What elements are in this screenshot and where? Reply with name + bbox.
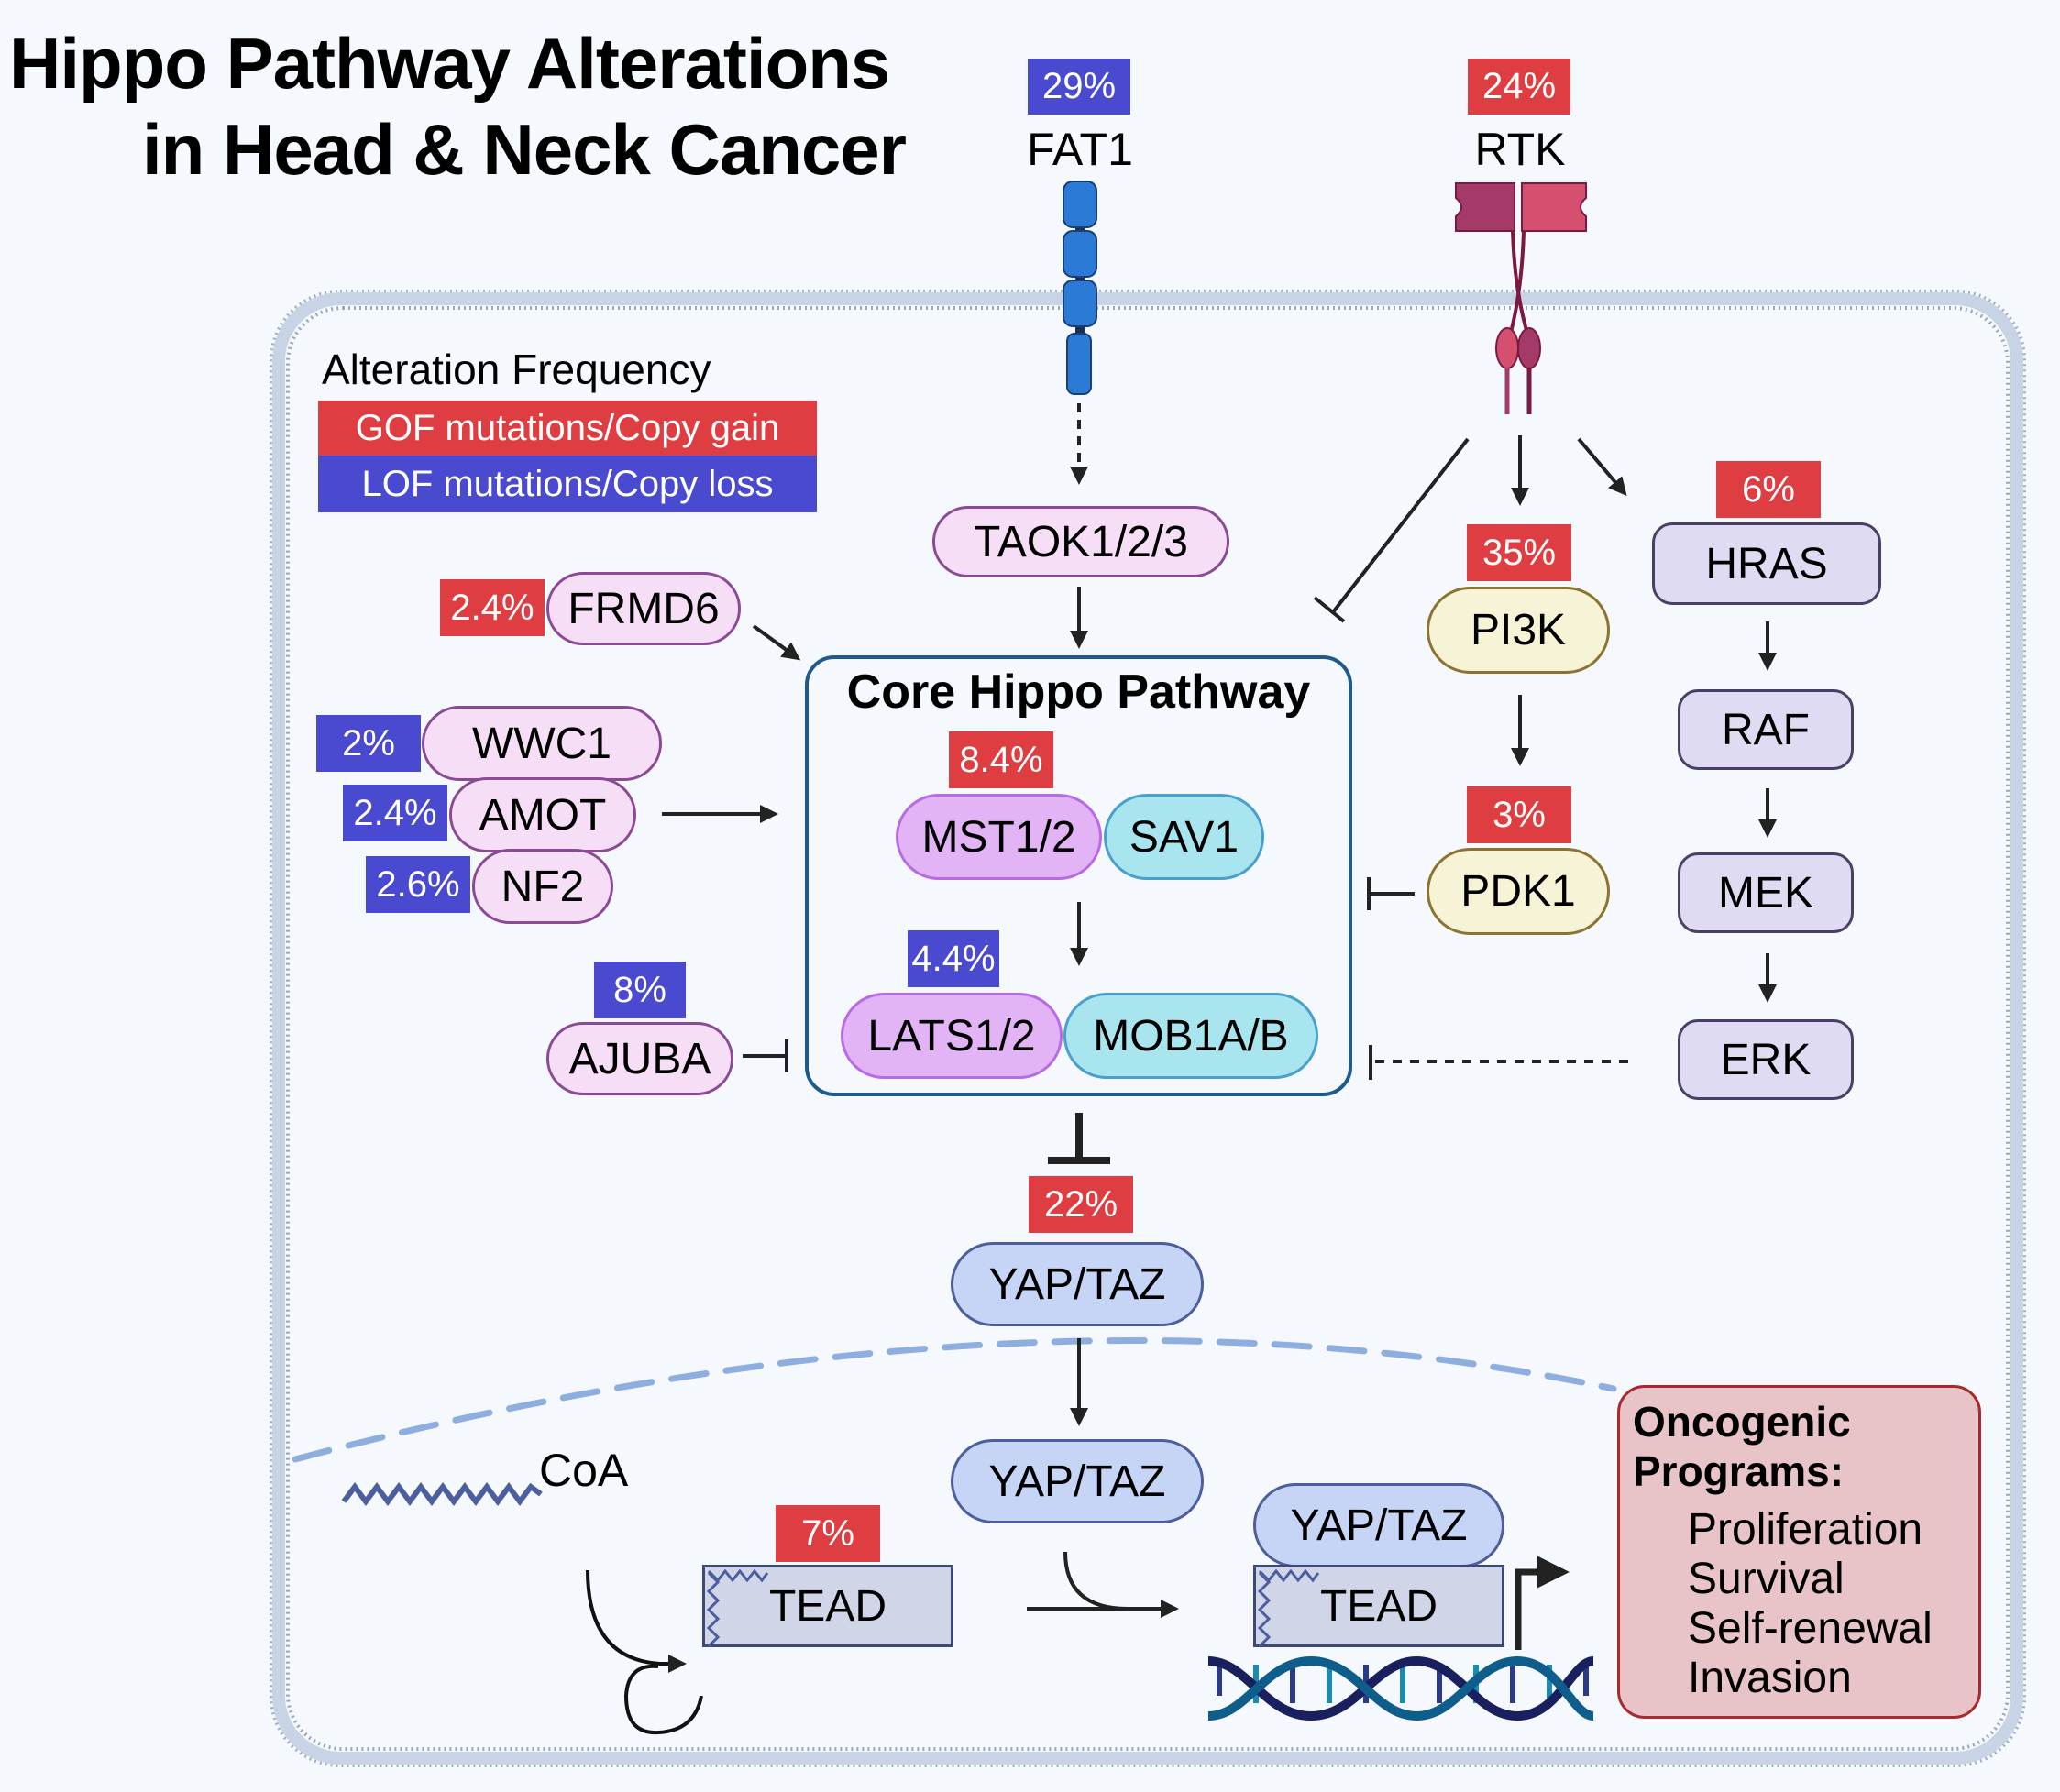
rtk-label: RTK (1474, 124, 1566, 175)
fat1-label: FAT1 (1027, 124, 1133, 175)
core-hippo-box (805, 655, 1352, 1096)
nuclear-envelope (292, 1336, 1617, 1463)
mob1-node: MOB1A/B (1063, 993, 1318, 1079)
page-title-line1: Hippo Pathway Alterations (9, 23, 890, 104)
rtk-to-hras-arrow (1577, 437, 1627, 497)
yap-frequency-badge: 22% (1029, 1176, 1133, 1233)
amot-frequency-badge: 2.4% (343, 785, 447, 841)
amot-node: AMOT (449, 777, 636, 852)
legend-lof-swatch: LOF mutations/Copy loss (318, 456, 817, 512)
ajuba-frequency-badge: 8% (594, 962, 686, 1018)
oncogenic-item: Self-renewal (1688, 1604, 1933, 1653)
raf-node: RAF (1678, 689, 1854, 770)
yap-join-curve (1063, 1551, 1129, 1611)
oncogenic-heading-line1: Oncogenic (1633, 1398, 1851, 1446)
tead-free-label: TEAD (768, 1581, 887, 1631)
erk-node: ERK (1678, 1019, 1854, 1100)
oncogenic-item: Invasion (1688, 1654, 1852, 1702)
rtk-inhibits-core-bar (1313, 596, 1346, 623)
fat1-frequency-badge: 29% (1028, 59, 1130, 115)
legend-gof-swatch: GOF mutations/Copy gain (318, 401, 817, 456)
sav1-node: SAV1 (1104, 794, 1264, 880)
oncogenic-item: Proliferation (1688, 1505, 1923, 1554)
rtk-frequency-badge: 24% (1468, 59, 1570, 115)
transcription-start-arrow (1515, 1556, 1570, 1650)
mek-node: MEK (1678, 852, 1854, 933)
tead-frequency-badge: 7% (776, 1505, 880, 1562)
nf2-frequency-badge: 2.6% (366, 856, 470, 913)
coa-to-tead-arrow (586, 1569, 687, 1673)
legend-heading: Alteration Frequency (322, 346, 711, 393)
pdk1-frequency-badge: 3% (1467, 786, 1571, 843)
palmitate-chain-icon (706, 1568, 769, 1648)
pdk1-node: PDK1 (1427, 848, 1610, 935)
mst-frequency-badge: 8.4% (949, 731, 1053, 788)
core-hippo-title: Core Hippo Pathway (846, 665, 1311, 719)
frmd6-node: FRMD6 (546, 572, 741, 645)
wwc1-frequency-badge: 2% (316, 715, 421, 772)
oncogenic-heading-line2: Programs: (1633, 1447, 1845, 1495)
yap-nuclear-node: YAP/TAZ (951, 1439, 1204, 1523)
mst-node: MST1/2 (896, 794, 1102, 880)
lats-node: LATS1/2 (841, 993, 1063, 1079)
tead-bound-label: TEAD (1319, 1581, 1438, 1631)
coa-label: CoA (539, 1445, 629, 1496)
palmitoylation-cycle-icon (623, 1664, 703, 1735)
tead-free-node: TEAD (702, 1565, 953, 1648)
coa-chain-icon (341, 1482, 543, 1506)
wwc1-node: WWC1 (422, 706, 662, 781)
rtk-inhibits-core-line (1331, 437, 1470, 614)
page-title-line2: in Head & Neck Cancer (142, 109, 907, 190)
lats-frequency-badge: 4.4% (908, 930, 999, 987)
tead-bound-node: TEAD (1253, 1565, 1504, 1648)
dna-helix-icon (1207, 1655, 1594, 1721)
yap-bound-node: YAP/TAZ (1253, 1483, 1504, 1567)
nf2-node: NF2 (472, 849, 613, 924)
hras-frequency-badge: 6% (1716, 461, 1821, 518)
oncogenic-item: Survival (1688, 1555, 1845, 1603)
taok-node: TAOK1/2/3 (932, 506, 1229, 577)
hras-node: HRAS (1652, 522, 1881, 605)
yap-cytoplasmic-node: YAP/TAZ (951, 1242, 1204, 1326)
frmd6-frequency-badge: 2.4% (440, 579, 545, 636)
rtk-receptor-icon (1455, 182, 1587, 414)
pi3k-frequency-badge: 35% (1467, 524, 1571, 581)
frmd6-to-core-arrow (752, 624, 801, 661)
pi3k-node: PI3K (1427, 587, 1610, 674)
fat1-receptor-icon (1063, 181, 1097, 395)
oncogenic-programs-box: Oncogenic Programs: Proliferation Surviv… (1617, 1385, 1981, 1719)
ajuba-node: AJUBA (546, 1022, 733, 1095)
palmitate-chain-icon (1257, 1568, 1320, 1648)
